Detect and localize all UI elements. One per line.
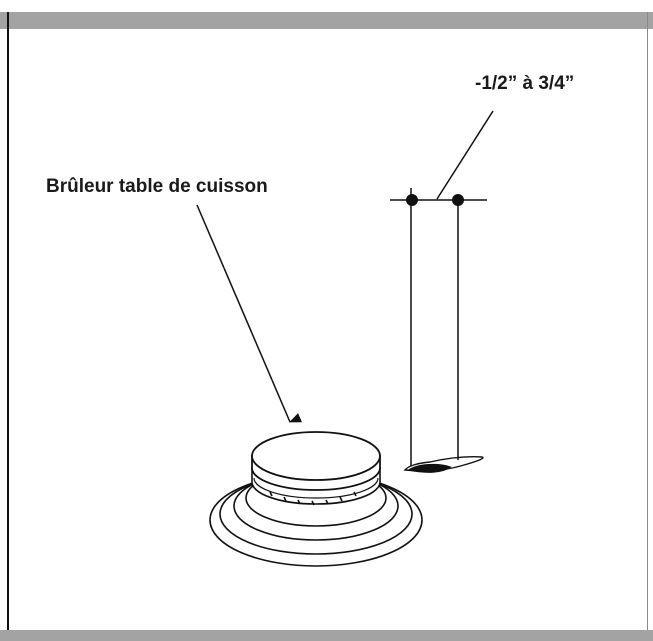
dim-point-right: [452, 194, 464, 206]
flame-inner: [407, 463, 452, 473]
right-margin-rule: [647, 12, 648, 641]
gap-leader-line: [436, 110, 494, 200]
burner-port-ring: [253, 477, 379, 499]
burner-leader-arrow: [196, 204, 303, 423]
cap-top: [251, 431, 381, 481]
header-band: [0, 12, 653, 29]
dimension-lines: [390, 188, 487, 466]
left-margin-rule: [7, 12, 9, 641]
flame-gap-label: -1/2” à 3/4”: [475, 73, 575, 94]
burner-cap: [251, 431, 381, 491]
dim-point-left: [406, 194, 418, 206]
footer-band: [0, 630, 653, 641]
flame: [403, 456, 484, 473]
burner-port-marks: [269, 491, 357, 506]
burner-label: Brûleur table de cuisson: [46, 176, 268, 197]
